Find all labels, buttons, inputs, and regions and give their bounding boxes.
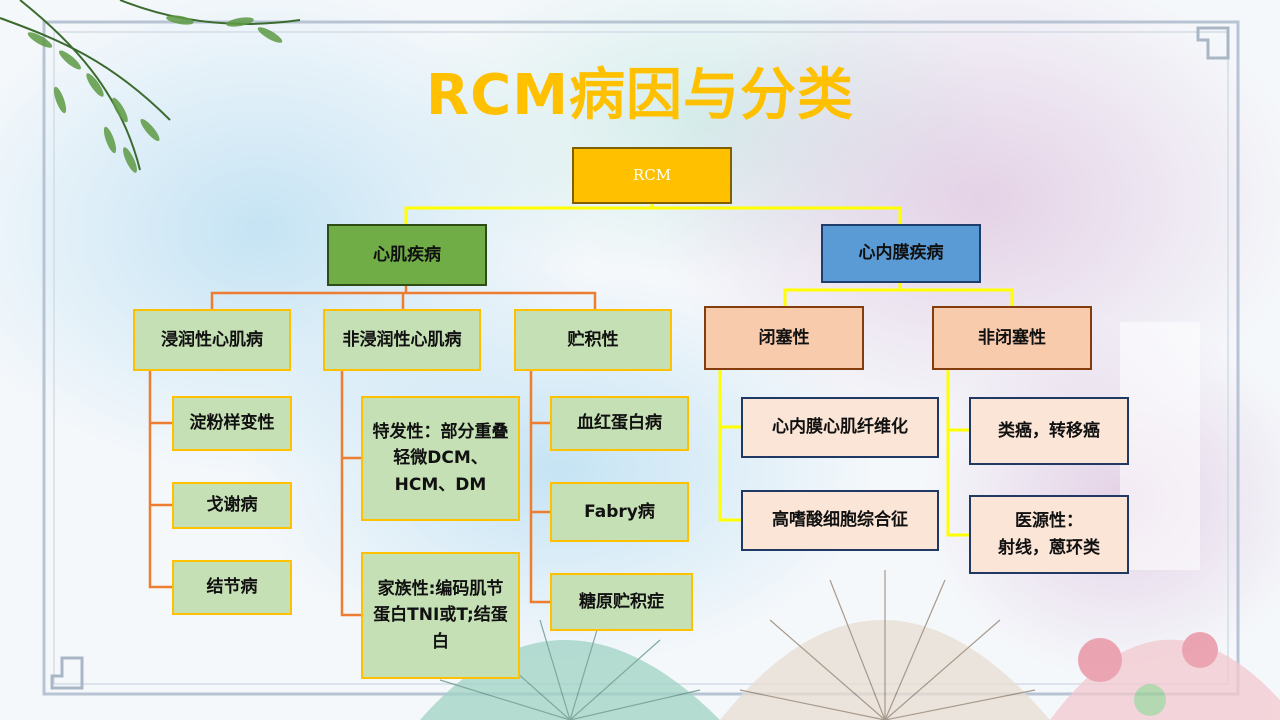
endomyocardial-label: 心内膜疾病	[858, 243, 944, 264]
leaf-endomyocardial-fibrosis: 心内膜心肌纤维化	[741, 397, 939, 458]
leaf-label: 心内膜心肌纤维化	[772, 417, 908, 438]
leaf-line: 轻微DCM、	[393, 448, 488, 469]
leaf-label: 糖原贮积症	[579, 591, 664, 612]
leaf-idiopathic: 特发性：部分重叠 轻微DCM、 HCM、DM	[361, 396, 520, 521]
storage-label: 贮积性	[567, 329, 619, 350]
non-infiltrative-node: 非浸润性心肌病	[323, 309, 481, 371]
leaf-iatrogenic: 医源性： 射线，蒽环类	[969, 495, 1129, 574]
leaf-line: 白	[432, 631, 449, 652]
infiltrative-node: 浸润性心肌病	[133, 309, 291, 371]
root-node: RCM	[572, 147, 732, 204]
root-label: RCM	[632, 165, 672, 184]
obliterative-label: 闭塞性	[758, 327, 810, 348]
leaf-line: 医源性：	[1015, 511, 1083, 532]
leaf-label: 高嗜酸细胞综合征	[772, 510, 908, 531]
leaf-fabry: Fabry病	[550, 482, 689, 542]
leaf-label: 血红蛋白病	[577, 413, 662, 434]
leaf-gaucher: 戈谢病	[172, 482, 292, 529]
storage-node: 贮积性	[514, 309, 672, 371]
leaf-line: 蛋白TNI或T;结蛋	[373, 605, 508, 626]
page-title: RCM病因与分类	[426, 63, 854, 128]
infiltrative-label: 浸润性心肌病	[161, 329, 263, 350]
leaf-hypereosinophilic: 高嗜酸细胞综合征	[741, 490, 939, 551]
leaf-amyloidosis: 淀粉样变性	[172, 396, 292, 451]
myocardial-disease-node: 心肌疾病	[327, 224, 487, 286]
leaf-hemoglobinopathy: 血红蛋白病	[550, 396, 689, 451]
leaf-line: HCM、DM	[394, 474, 487, 495]
leaf-label: 戈谢病	[206, 495, 258, 516]
leaf-label: 淀粉样变性	[189, 413, 275, 434]
leaf-label: 类癌，转移癌	[998, 420, 1100, 441]
non-obliterative-label: 非闭塞性	[978, 327, 1046, 348]
leaf-label: Fabry病	[584, 501, 655, 522]
leaf-label: 结节病	[206, 577, 258, 598]
endomyocardial-disease-node: 心内膜疾病	[821, 224, 981, 283]
leaf-line: 特发性：部分重叠	[372, 421, 509, 442]
leaf-sarcoidosis: 结节病	[172, 560, 292, 615]
leaf-familial: 家族性:编码肌节 蛋白TNI或T;结蛋 白	[361, 552, 520, 679]
non-infiltrative-label: 非浸润性心肌病	[342, 329, 462, 350]
leaf-line: 射线，蒽环类	[998, 537, 1100, 558]
non-obliterative-node: 非闭塞性	[932, 306, 1092, 370]
myocardial-label: 心肌疾病	[373, 244, 441, 265]
leaf-carcinoid: 类癌，转移癌	[969, 397, 1129, 465]
leaf-line: 家族性:编码肌节	[377, 578, 504, 599]
obliterative-node: 闭塞性	[704, 306, 864, 370]
leaf-glycogen-storage: 糖原贮积症	[550, 573, 693, 631]
